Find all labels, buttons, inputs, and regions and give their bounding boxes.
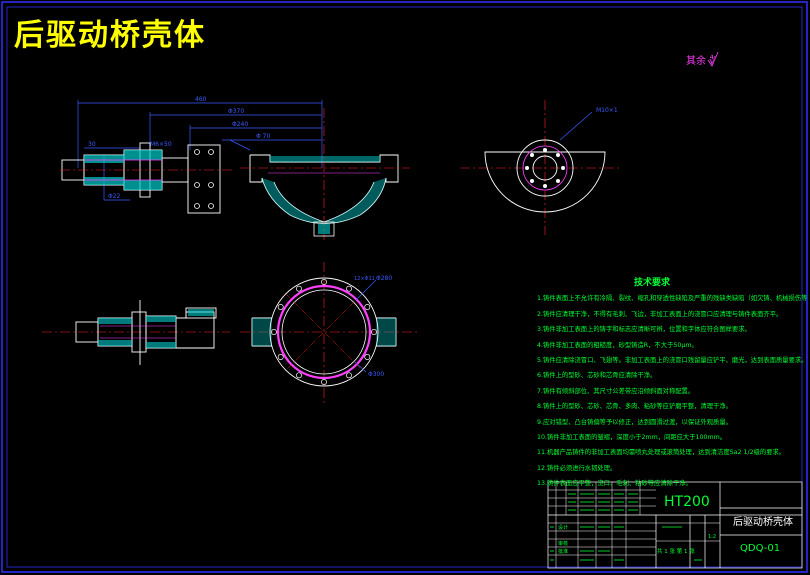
flange-callout-top: Φ280 bbox=[376, 275, 392, 282]
tech-requirement-item: 12.铸件必须进行水韧处理。 bbox=[537, 464, 617, 472]
tech-requirement-item: 5.铸件应清除浇冒口、飞翅等。非加工表面上的浇冒口残留量应铲平、磨光，达到表面质… bbox=[537, 357, 807, 365]
tech-requirement-item: 3.铸件非加工表面上的铸字和标志应清晰可辨，位置和字体应符合图样要求。 bbox=[537, 326, 751, 334]
surface-finish-note: 其余 ∜ bbox=[686, 54, 716, 67]
sheet-info-text: 共 1 张 第 1 张 bbox=[657, 547, 695, 555]
inner-border bbox=[6, 6, 803, 568]
bolt-hole bbox=[346, 372, 352, 379]
dim-left1: 30 bbox=[88, 141, 96, 148]
tech-requirement-item: 9.应对错型、凸台铸偏等予以修正，达到圆滑过渡，以保证外观质量。 bbox=[537, 418, 732, 426]
end-view-callout: M10×1 bbox=[596, 107, 618, 114]
bolt-hole bbox=[277, 304, 284, 310]
bolt-hole bbox=[296, 285, 302, 292]
bolt-hole bbox=[321, 279, 327, 285]
material-text: HT200 bbox=[664, 494, 710, 510]
dim-short2: Φ 70 bbox=[256, 133, 270, 140]
tech-requirement-item: 2.铸件应清理干净，不得有毛刺、飞边，非加工表面上的浇冒口应清理与铸件表面齐平。 bbox=[537, 310, 783, 318]
tech-requirement-item: 4.铸件非加工表面的粗糙度，砂型铸造R，不大于50μm。 bbox=[537, 341, 698, 349]
bolt-hole bbox=[321, 379, 327, 385]
dim-short1: Φ240 bbox=[232, 121, 248, 128]
dim-left2: M6×50 bbox=[150, 141, 172, 148]
tech-requirement-item: 8.铸件上的型砂、芯砂、芯骨、多肉、粘砂等应铲磨平整，清理干净。 bbox=[537, 403, 732, 411]
tech-requirements-list: 1.铸件表面上不允许有冷隔、裂纹、缩孔和穿透性缺陷及严重的残缺类缺陷（如欠铸、机… bbox=[537, 291, 807, 491]
scale-text: 1:2 bbox=[708, 534, 716, 540]
tech-requirements: 技术要求 1.铸件表面上不允许有冷隔、裂纹、缩孔和穿透性缺陷及严重的残缺类缺陷（… bbox=[537, 276, 807, 492]
flange-callout-bottom: Φ300 bbox=[368, 371, 384, 378]
bolt-hole bbox=[364, 354, 371, 360]
title-block bbox=[547, 481, 803, 569]
bolt-hole bbox=[296, 372, 302, 379]
approver-label: 批准 bbox=[558, 548, 568, 555]
flange-top-view: Φ280 Φ300 12×Φ11 bbox=[240, 262, 420, 405]
dim-callout-left: Φ22 bbox=[108, 193, 121, 200]
bolt-hole-ring bbox=[271, 279, 377, 385]
bolt-hole bbox=[271, 329, 277, 335]
tech-requirement-item: 6.铸件上的型砂、芯砂和芯骨应清除干净。 bbox=[537, 372, 657, 380]
bolt-hole bbox=[371, 329, 377, 335]
dim-mid: Φ370 bbox=[228, 108, 244, 115]
shaft-section-view: 460 Φ370 Φ240 Φ 70 30 M6×50 Φ22 bbox=[60, 96, 323, 214]
housing-half-section bbox=[240, 108, 410, 240]
tech-requirement-item: 7.铸件有倾斜部位、其尺寸公差带应沿倾斜面对称配置。 bbox=[537, 387, 695, 395]
surface-finish-symbol bbox=[707, 51, 719, 67]
bolt-hole bbox=[364, 304, 371, 310]
dim-overall: 460 bbox=[195, 96, 207, 103]
checker-label: 审核 bbox=[558, 540, 568, 547]
part-name-text: 后驱动桥壳体 bbox=[733, 515, 793, 528]
bolt-hole bbox=[277, 354, 284, 360]
designer-label: 设计 bbox=[558, 524, 568, 531]
tech-requirement-item: 13.铸件表面应平整，浇口、毛刺、粘砂等应清除干净。 bbox=[537, 480, 692, 488]
drawing-number-text: QDQ-01 bbox=[740, 543, 780, 554]
tech-requirement-item: 10.铸件非加工表面的皱褶，深度小于2mm，间距应大于100mm。 bbox=[537, 434, 727, 442]
tech-requirement-item: 11.机器产品铸件的非加工表面均需喷丸处理或滚筒处理，达到清洁度Sa2 1/2级… bbox=[537, 449, 786, 457]
shaft-side-view bbox=[42, 300, 230, 365]
end-view: M10×1 bbox=[460, 100, 620, 235]
tech-requirement-item: 1.铸件表面上不允许有冷隔、裂纹、缩孔和穿透性缺陷及严重的残缺类缺陷（如欠铸、机… bbox=[537, 295, 807, 303]
tech-requirements-title: 技术要求 bbox=[633, 278, 670, 288]
flange-hole-note: 12×Φ11 bbox=[354, 276, 375, 282]
bolt-hole bbox=[346, 285, 352, 292]
drawing-title: 后驱动桥壳体 bbox=[14, 18, 206, 53]
